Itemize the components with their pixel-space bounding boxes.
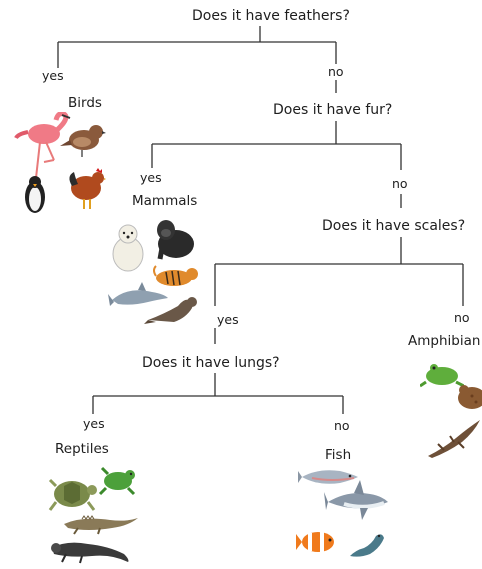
branch-scales-yes: yes xyxy=(217,312,239,328)
group-mammals: Mammals xyxy=(132,193,197,209)
sea-lion-icon xyxy=(144,292,200,324)
penguin-icon xyxy=(22,175,48,215)
question-scales: Does it have scales? xyxy=(322,218,465,234)
lizard-icon xyxy=(96,466,140,496)
branch-feathers-yes: yes xyxy=(42,68,64,84)
toad-icon xyxy=(452,378,482,412)
chicken-icon xyxy=(66,166,106,210)
branch-scales-no: no xyxy=(454,310,470,326)
branch-feathers-no: no xyxy=(328,64,344,80)
group-birds: Birds xyxy=(68,95,102,111)
question-fur: Does it have fur? xyxy=(273,102,392,118)
gorilla-icon xyxy=(152,218,198,260)
sparrow-icon xyxy=(60,120,106,158)
branch-fur-no: no xyxy=(392,176,408,192)
question-lungs: Does it have lungs? xyxy=(142,355,280,371)
group-reptiles: Reptiles xyxy=(55,441,109,457)
branch-lungs-yes: yes xyxy=(83,416,105,432)
crocodile-icon xyxy=(62,510,140,536)
newt-icon xyxy=(426,412,482,460)
branch-lungs-no: no xyxy=(334,418,350,434)
question-feathers: Does it have feathers? xyxy=(192,8,350,24)
turtle-icon xyxy=(46,476,98,512)
shark-icon xyxy=(324,480,390,522)
group-amphibians: Amphibian xyxy=(408,333,480,349)
eel-icon xyxy=(346,530,386,560)
branch-fur-yes: yes xyxy=(140,170,162,186)
polar-bear-icon xyxy=(108,224,148,276)
clownfish-icon xyxy=(296,528,340,556)
group-fish: Fish xyxy=(325,447,351,463)
iguana-icon xyxy=(48,534,132,564)
